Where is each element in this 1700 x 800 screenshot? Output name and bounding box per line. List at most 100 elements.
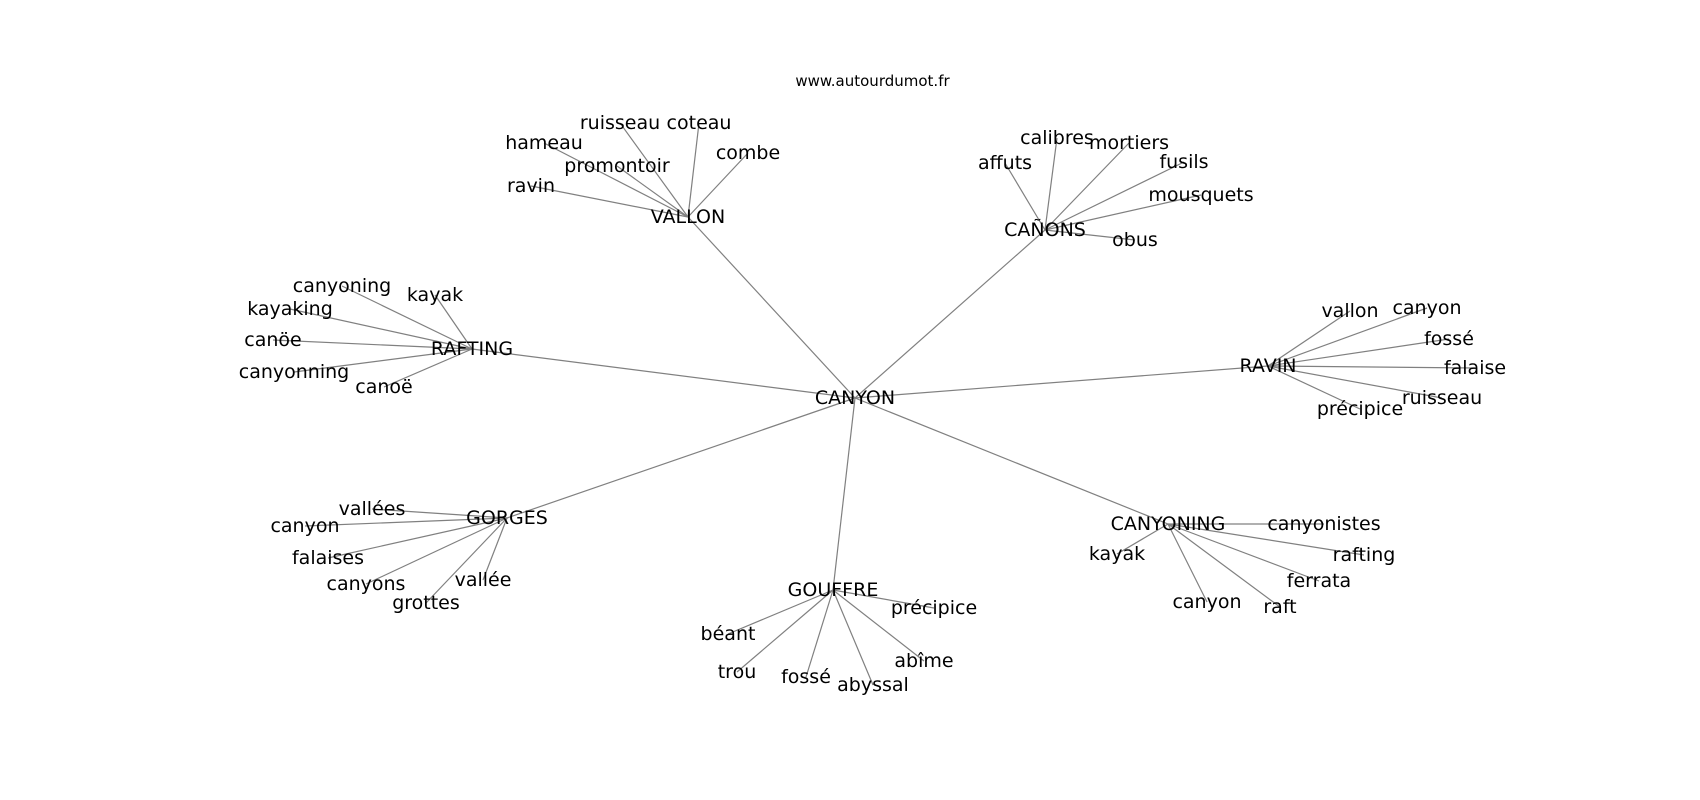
edge-gouffre-leaf: [736, 589, 834, 673]
edge-vallon-leaf: [543, 142, 689, 218]
leaf-node[interactable]: canöe: [244, 329, 301, 351]
edge-gorges-leaf: [425, 517, 508, 604]
leaf-node[interactable]: rafting: [1333, 544, 1396, 566]
edge-center-canyoning: [854, 397, 1169, 525]
hub-node-canons[interactable]: CAÑONS: [1004, 218, 1086, 241]
edge-canons-leaf: [1044, 194, 1202, 231]
edge-ravin-leaf: [1267, 338, 1450, 367]
edge-rafting-leaf: [289, 308, 473, 350]
edge-gouffre-leaf: [832, 589, 925, 662]
edge-ravin-leaf: [1267, 365, 1361, 410]
leaf-node[interactable]: ruisseau: [1402, 387, 1482, 409]
edge-gorges-leaf: [327, 517, 508, 559]
edge-center-gouffre: [832, 397, 856, 591]
edge-gorges-leaf: [304, 517, 508, 527]
edge-canons-leaf: [1044, 137, 1058, 231]
edge-center-ravin: [854, 365, 1269, 399]
edge-canyoning-leaf: [1116, 523, 1169, 555]
hub-node-canyoning[interactable]: CANYONING: [1111, 513, 1226, 535]
hub-node-gorges[interactable]: GORGES: [466, 507, 548, 529]
edges-layer: [272, 122, 1476, 686]
leaf-node[interactable]: vallée: [455, 569, 512, 591]
leaf-node[interactable]: kayak: [1089, 543, 1145, 565]
leaf-node[interactable]: hameau: [505, 132, 583, 154]
edge-rafting-leaf: [383, 348, 473, 388]
leaf-node[interactable]: canyons: [327, 573, 406, 595]
leaf-node[interactable]: fossé: [1424, 328, 1474, 350]
leaf-node[interactable]: canyoning: [293, 275, 391, 297]
edge-vallon-leaf: [616, 165, 689, 218]
edge-gouffre-leaf: [727, 589, 834, 635]
leaf-node[interactable]: grottes: [392, 592, 460, 614]
edge-canons-leaf: [1044, 142, 1130, 231]
leaf-node[interactable]: affuts: [978, 152, 1032, 174]
edge-gouffre-leaf: [832, 589, 935, 609]
leaf-node[interactable]: abyssal: [837, 674, 909, 696]
edge-canyoning-leaf: [1167, 523, 1208, 603]
edge-canons-leaf: [1044, 161, 1185, 231]
edge-gouffre-leaf: [832, 589, 874, 686]
leaf-node[interactable]: falaises: [292, 547, 364, 569]
leaf-node[interactable]: vallées: [339, 498, 406, 520]
edge-vallon-leaf: [619, 122, 689, 218]
edge-rafting-leaf: [341, 285, 473, 350]
leaf-node[interactable]: abîme: [894, 650, 953, 672]
edge-gorges-leaf: [365, 517, 508, 585]
leaf-node[interactable]: ravin: [507, 175, 555, 197]
edge-canyoning-leaf: [1167, 523, 1281, 608]
edge-rafting-leaf: [434, 294, 473, 350]
edge-canons-leaf: [1004, 162, 1046, 231]
leaf-node[interactable]: obus: [1112, 229, 1158, 251]
edge-center-gorges: [506, 397, 856, 519]
edge-vallon-leaf: [687, 122, 700, 218]
leaf-node[interactable]: combe: [716, 142, 780, 164]
leaf-node[interactable]: canyon: [1392, 297, 1461, 319]
edge-ravin-leaf: [1267, 365, 1443, 399]
edge-gorges-leaf: [371, 508, 508, 519]
edge-center-canons: [854, 229, 1046, 399]
leaf-node[interactable]: promontoir: [564, 155, 670, 177]
leaf-node[interactable]: précipice: [1317, 398, 1403, 420]
leaf-node[interactable]: fossé: [781, 666, 831, 688]
center-node[interactable]: CANYON: [815, 387, 895, 409]
leaf-node[interactable]: coteau: [667, 112, 732, 134]
leaf-node[interactable]: ferrata: [1287, 570, 1351, 592]
edge-center-vallon: [687, 216, 856, 399]
leaf-node[interactable]: béant: [701, 623, 756, 645]
leaf-node[interactable]: ruisseau: [580, 112, 660, 134]
edge-rafting-leaf: [272, 339, 473, 350]
edge-canons-leaf: [1044, 229, 1136, 241]
hub-node-gouffre[interactable]: GOUFFRE: [788, 579, 879, 601]
leaf-node[interactable]: falaise: [1444, 357, 1506, 379]
edge-canyoning-leaf: [1167, 523, 1320, 582]
leaf-node[interactable]: kayak: [407, 284, 463, 306]
edge-ravin-leaf: [1267, 365, 1476, 369]
leaf-node[interactable]: canyonistes: [1267, 513, 1380, 535]
edge-gorges-leaf: [482, 517, 508, 581]
leaf-node[interactable]: canoë: [355, 376, 412, 398]
leaf-node[interactable]: canyonning: [239, 361, 349, 383]
leaf-node[interactable]: vallon: [1321, 300, 1378, 322]
edge-canyoning-leaf: [1167, 523, 1365, 556]
hub-node-ravin[interactable]: RAVIN: [1239, 355, 1296, 377]
edge-ravin-leaf: [1267, 310, 1351, 367]
leaf-node[interactable]: canyon: [1172, 591, 1241, 613]
edge-ravin-leaf: [1267, 307, 1428, 367]
leaf-node[interactable]: raft: [1263, 596, 1296, 618]
leaf-node[interactable]: précipice: [891, 597, 977, 619]
hub-node-rafting[interactable]: RAFTING: [431, 338, 513, 360]
edge-vallon-leaf: [530, 185, 689, 218]
leaf-node[interactable]: trou: [718, 661, 757, 683]
leaf-node[interactable]: canyon: [270, 515, 339, 537]
leaf-node[interactable]: mousquets: [1148, 184, 1253, 206]
edge-vallon-leaf: [687, 152, 749, 218]
edge-center-rafting: [471, 348, 856, 399]
leaf-node[interactable]: kayaking: [247, 298, 333, 320]
edge-rafting-leaf: [293, 348, 473, 373]
leaf-node[interactable]: mortiers: [1089, 132, 1169, 154]
leaf-node[interactable]: calibres: [1020, 127, 1094, 149]
hub-node-vallon[interactable]: VALLON: [651, 206, 725, 228]
leaf-node[interactable]: fusils: [1159, 151, 1208, 173]
